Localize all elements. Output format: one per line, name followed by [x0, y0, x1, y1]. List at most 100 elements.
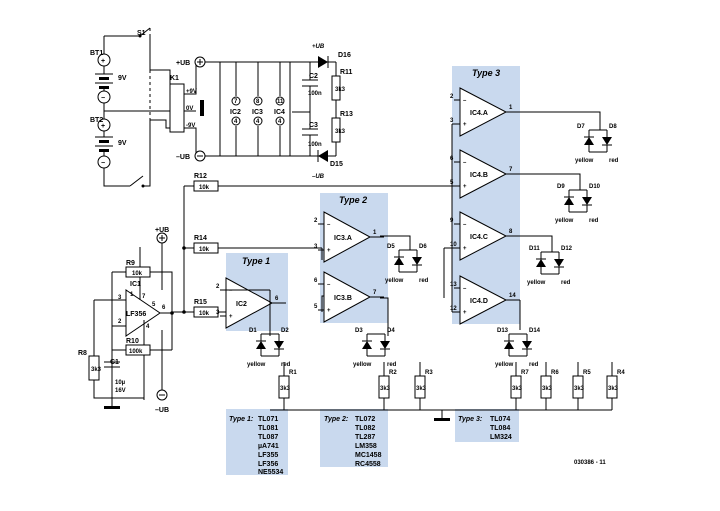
- opamp-ic4c-pin-noninv: 10: [450, 242, 457, 248]
- plus-ub-led-label: +UB: [312, 44, 325, 50]
- opamp-ic4c-minus-sign: –: [463, 222, 467, 228]
- k1-connector: [169, 83, 185, 133]
- r10-resistor: [125, 344, 151, 356]
- minus-ub-label: –UB: [176, 154, 190, 161]
- type2-title: Type 2: [339, 195, 367, 205]
- opamp-ic3a-pin-noninv: 3: [314, 244, 318, 250]
- led-d9-label: D9: [557, 184, 565, 190]
- d16-label: D16: [338, 52, 351, 59]
- type2-part-0: TL072: [355, 416, 375, 423]
- resistor-r6-label: R6: [551, 370, 559, 376]
- led-d3: [362, 341, 372, 349]
- type3-list: Type 3: TL074 TL084 LM324: [458, 416, 512, 441]
- opamp-ic2-pin-out: 6: [275, 296, 279, 302]
- c1-value2: 16V: [115, 388, 126, 394]
- d15-label: D15: [330, 161, 343, 168]
- ic1-pin7: 7: [142, 294, 146, 300]
- minus-ub-led-label: –UB: [312, 174, 325, 180]
- type2-part-1: TL082: [355, 425, 375, 432]
- led-d3-color: yellow: [353, 362, 372, 368]
- led-d1-label: D1: [249, 328, 257, 334]
- opamp-ic3b-minus-sign: –: [327, 282, 331, 288]
- opamp-ic4d-pin-noninv: 12: [450, 306, 457, 312]
- r12-label: R12: [194, 173, 207, 180]
- opamp-ic4d-plus-sign: +: [463, 310, 467, 316]
- ic1-plus-ub-label: +UB: [155, 227, 169, 234]
- opamp-ic3b-pin-out: 7: [373, 290, 377, 296]
- type1-part-4: LF355: [258, 452, 278, 459]
- opamp-ic2-label: IC2: [236, 301, 247, 308]
- ic3-pin4: 4: [256, 119, 260, 125]
- c2-label: C2: [309, 73, 318, 80]
- type2-list-label: Type 2:: [324, 416, 348, 423]
- r12-resistor: [193, 180, 219, 192]
- opamp-ic3a-plus-sign: +: [327, 248, 331, 254]
- bt1-minus: −: [101, 95, 105, 102]
- opamp-ic4b-pin-out: 7: [509, 167, 513, 173]
- led-d3-label: D3: [355, 328, 363, 334]
- opamp-ic4d-pin-out: 14: [509, 293, 516, 299]
- type3-part-1: TL084: [490, 425, 510, 432]
- k1-pin-minus9v: -9V: [186, 123, 195, 129]
- resistor-r1-value: 3k3: [280, 386, 291, 392]
- r8-label: R8: [78, 350, 87, 357]
- led-d7-color: yellow: [575, 158, 594, 164]
- led-d8-label: D8: [609, 124, 617, 130]
- opamp-ic2-pin-inv: 2: [216, 284, 220, 290]
- r11-label: R11: [340, 69, 353, 76]
- type1-part-5: LF356: [258, 461, 278, 468]
- opamp-ic4c-pin-out: 8: [509, 229, 513, 235]
- led-d11-color: yellow: [527, 280, 546, 286]
- r10-value: 100k: [129, 349, 143, 355]
- type3-list-panel: [455, 409, 519, 442]
- type3-title: Type 3: [472, 68, 500, 78]
- k1-pin-0v: 0V: [186, 106, 193, 112]
- ic1-pin2: 2: [118, 319, 122, 325]
- type1-part-6: NE5534: [258, 469, 283, 476]
- opamp-ic3a-label: IC3.A: [334, 235, 352, 242]
- led-d6: [412, 257, 422, 265]
- bt1-plus: +: [101, 58, 105, 65]
- led-d9-color: yellow: [555, 218, 574, 224]
- k1-pin-plus9v: +9V: [186, 89, 197, 95]
- led-d2-label: D2: [281, 328, 289, 334]
- ic2-supply-label: IC2: [230, 109, 241, 116]
- led-d6-color: red: [419, 278, 429, 284]
- opamp-ic3a-pin-out: 1: [373, 230, 377, 236]
- bt1-label: BT1: [90, 50, 103, 57]
- r14-resistor: [193, 242, 219, 254]
- ic1-pin5: 5: [152, 302, 156, 308]
- opamp-ic3b-plus-sign: +: [327, 308, 331, 314]
- type3-list-label: Type 3:: [458, 416, 482, 423]
- bt1-voltage: 9V: [118, 75, 127, 82]
- led-d4-color: red: [387, 362, 397, 368]
- opamp-ic4a-label: IC4.A: [470, 110, 488, 117]
- c1-label: C1: [110, 359, 119, 366]
- r14-label: R14: [194, 235, 207, 242]
- led-d5-color: yellow: [385, 278, 404, 284]
- r12-value: 10k: [199, 185, 210, 191]
- c2-value: 100n: [308, 91, 322, 97]
- ic4-pin4: 4: [278, 119, 282, 125]
- type1-part-0: TL071: [258, 416, 278, 423]
- led-d2-color: red: [281, 362, 291, 368]
- ic2-pin4: 4: [234, 119, 238, 125]
- ic4-supply-label: IC4: [274, 109, 285, 116]
- r13-resistor: [331, 117, 341, 143]
- bt2-voltage: 9V: [118, 140, 127, 147]
- led-d12-label: D12: [561, 246, 573, 252]
- ic1-label: IC1: [130, 281, 141, 288]
- bt2-label: BT2: [90, 117, 103, 124]
- resistor-r2-label: R2: [389, 370, 397, 376]
- led-d13: [504, 341, 514, 349]
